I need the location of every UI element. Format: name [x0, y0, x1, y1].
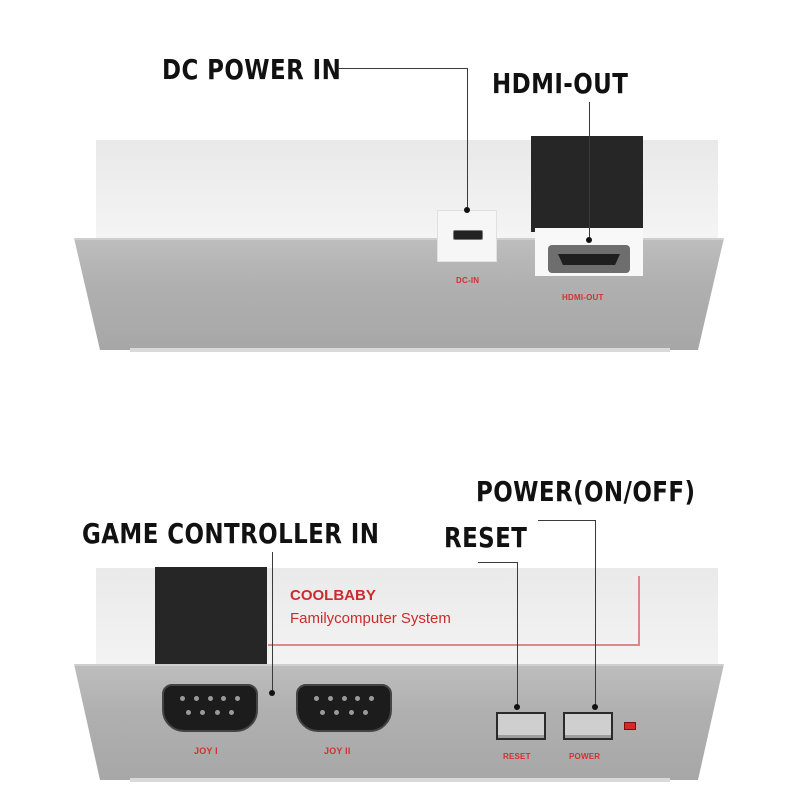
shadow — [130, 348, 670, 352]
controller-leader-v — [272, 552, 273, 692]
brand-panel — [268, 576, 640, 646]
dc-power-in-callout: DC POWER IN — [162, 53, 342, 86]
hdmi-port-opening — [558, 254, 620, 265]
shadow-bottom — [130, 778, 670, 782]
cartridge-slot-front — [155, 567, 267, 667]
controller-leader-dot — [269, 690, 275, 696]
dc-leader-dot — [464, 207, 470, 213]
brand-name: COOLBABY — [290, 587, 376, 604]
joy1-pins-bottom — [186, 710, 234, 715]
joy2-port[interactable] — [296, 684, 392, 732]
hdmi-out-callout: HDMI-OUT — [492, 67, 629, 100]
hdmi-leader-v — [589, 102, 590, 240]
power-led — [624, 722, 636, 730]
reset-callout: RESET — [444, 521, 528, 554]
hdmi-out-label: HDMI-OUT — [562, 293, 604, 302]
joy2-pins-top — [314, 696, 374, 701]
joy2-label: JOY II — [324, 746, 351, 756]
joy1-pins-top — [180, 696, 240, 701]
game-controller-in-callout: GAME CONTROLLER IN — [82, 517, 380, 550]
power-leader-h — [538, 520, 596, 521]
reset-leader-v — [517, 562, 518, 708]
dc-in-port[interactable] — [453, 230, 483, 240]
reset-leader-dot — [514, 704, 520, 710]
hdmi-leader-dot — [586, 237, 592, 243]
power-leader-v — [595, 520, 596, 708]
joy1-port[interactable] — [162, 684, 258, 732]
reset-button[interactable] — [496, 712, 546, 740]
cartridge-slot-rear — [531, 136, 643, 232]
power-label: POWER — [569, 752, 601, 761]
reset-label: RESET — [503, 752, 531, 761]
power-button[interactable] — [563, 712, 613, 740]
brand-tagline: Familycomputer System — [290, 610, 451, 627]
joy2-pins-bottom — [320, 710, 368, 715]
dc-leader-v — [467, 68, 468, 212]
power-leader-dot — [592, 704, 598, 710]
dc-in-label: DC-IN — [456, 276, 480, 285]
reset-leader-h — [478, 562, 518, 563]
joy1-label: JOY I — [194, 746, 218, 756]
dc-leader-h — [338, 68, 468, 69]
power-on-off-callout: POWER(ON/OFF) — [476, 475, 696, 508]
